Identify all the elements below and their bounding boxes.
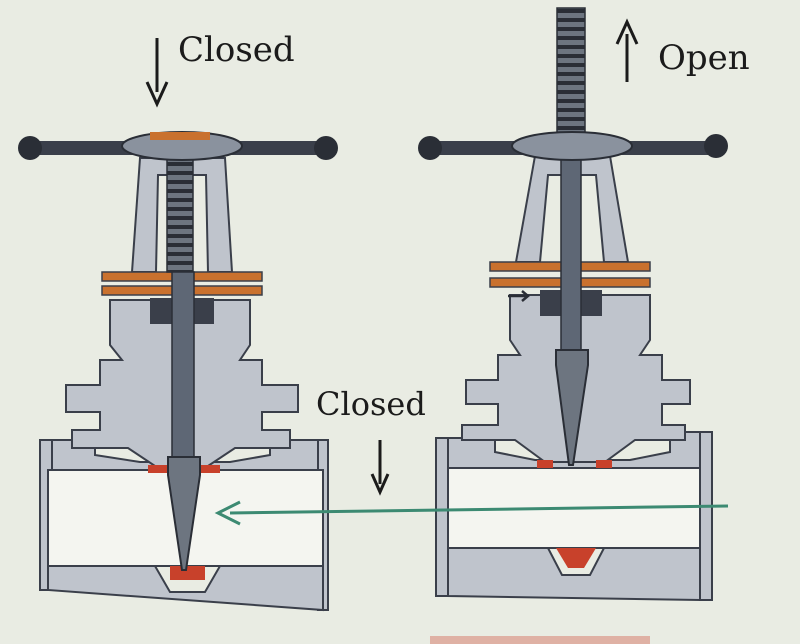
closed-valve-top-casing: [51, 439, 319, 471]
flow-arrow-icon: [214, 500, 729, 526]
closed-valve-seat-bottom: [170, 566, 205, 580]
open-valve-top-casing: [447, 431, 701, 469]
open-valve-seat-right: [596, 460, 612, 468]
arrow-down-icon: [145, 38, 169, 108]
open-valve-threaded-stem: [556, 7, 586, 137]
open-valve-seat-left: [537, 460, 553, 468]
open-valve-wedge-gate: [555, 349, 589, 466]
arrow-up-icon: [615, 18, 639, 82]
closed-valve-threaded-stem: [166, 149, 194, 273]
closed-valve-seat-left: [148, 465, 168, 473]
open-valve-flange-right: [699, 431, 713, 601]
open-valve-hub: [511, 131, 633, 161]
open-valve-seat-bottom: [556, 548, 596, 568]
open-valve-handle-knob-right: [704, 134, 728, 158]
open-valve-flange-left: [435, 437, 449, 597]
open-label: Open: [658, 38, 750, 78]
closed-valve-cap: [150, 132, 210, 140]
closed-label-top: Closed: [178, 30, 295, 70]
arrow-right-icon: [508, 290, 530, 302]
closed-valve-handle-knob-left: [18, 136, 42, 160]
closed-valve-stem: [171, 271, 195, 458]
closed-valve-bottom-casing: [47, 565, 324, 612]
closed-valve: [18, 131, 338, 612]
open-valve-handle-knob-left: [418, 136, 442, 160]
open-valve-stem: [560, 135, 582, 351]
open-valve-bottom-casing: [447, 547, 701, 602]
closed-valve-seat-right: [200, 465, 220, 473]
closed-valve-wedge-gate: [167, 456, 201, 571]
closed-valve-handle-knob-right: [314, 136, 338, 160]
cropped-caption-fragment: [430, 636, 650, 644]
arrow-down-icon: [370, 440, 390, 496]
closed-label-middle: Closed: [316, 385, 426, 423]
